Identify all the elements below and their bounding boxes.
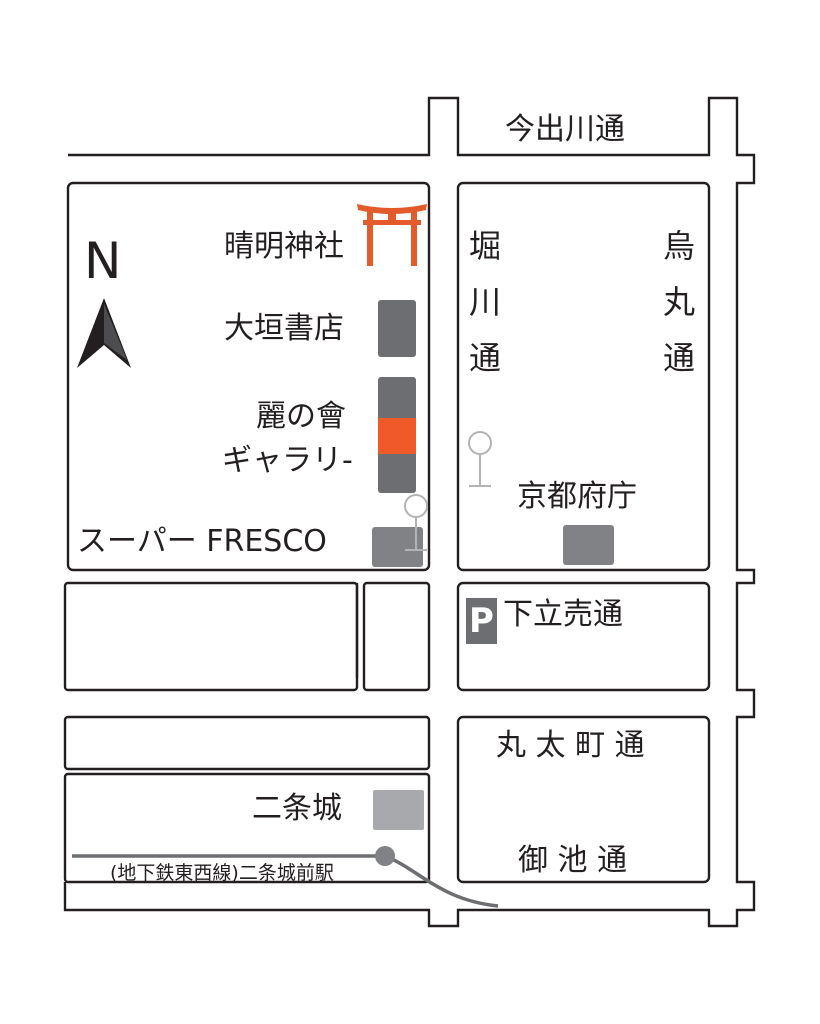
- label-ogaki-bookstore: 大垣書店: [224, 311, 344, 346]
- north-arrow-icon: [77, 298, 131, 368]
- label-prefectural-office: 京都府庁: [517, 479, 637, 514]
- subway-line: [72, 854, 499, 908]
- compass-n-label: N: [84, 232, 122, 290]
- label-gallery-line1: 麗の會: [256, 399, 346, 434]
- bus-stop-icon: [404, 494, 428, 551]
- block-mid-east: [456, 581, 711, 692]
- label-gallery-line2: ギャラリ-: [222, 443, 353, 478]
- supermarket-building: [372, 527, 423, 567]
- block-mid-west-a: [63, 581, 359, 692]
- torii-icon: [357, 204, 427, 266]
- prefectural-office-building: [563, 525, 614, 565]
- parking-icon: P: [466, 598, 497, 644]
- street-label-imadegawa: 今出川通: [505, 112, 625, 147]
- nijo-castle-building: [373, 790, 424, 830]
- street-label-oike: 御 池 通: [518, 843, 628, 878]
- street-label-shimodachiuri: 下立売通: [503, 597, 623, 632]
- block-lower-east: [456, 715, 711, 884]
- label-nijo-castle: 二条城: [252, 791, 342, 826]
- gallery-highlight: [378, 418, 416, 454]
- station-marker-icon: [375, 846, 395, 866]
- street-label-karasuma: 烏丸通: [662, 227, 695, 377]
- road-outline: [63, 96, 756, 928]
- block-mid-west-b: [362, 581, 431, 692]
- block-northwest: [66, 181, 431, 572]
- block-northeast: [456, 181, 711, 572]
- label-seimei-shrine: 晴明神社: [224, 229, 344, 264]
- street-label-marutamachi: 丸 太 町 通: [496, 728, 645, 763]
- bus-stop-icon: [468, 431, 492, 487]
- label-subway-station: (地下鉄東西線)二条城前駅: [110, 862, 334, 884]
- label-supermarket: スーパー FRESCO: [77, 524, 327, 559]
- block-lower-west-b: [63, 772, 431, 884]
- block-lower-west-a: [63, 715, 431, 771]
- bookstore-building: [378, 300, 416, 357]
- street-label-horikawa: 堀川通: [468, 227, 501, 377]
